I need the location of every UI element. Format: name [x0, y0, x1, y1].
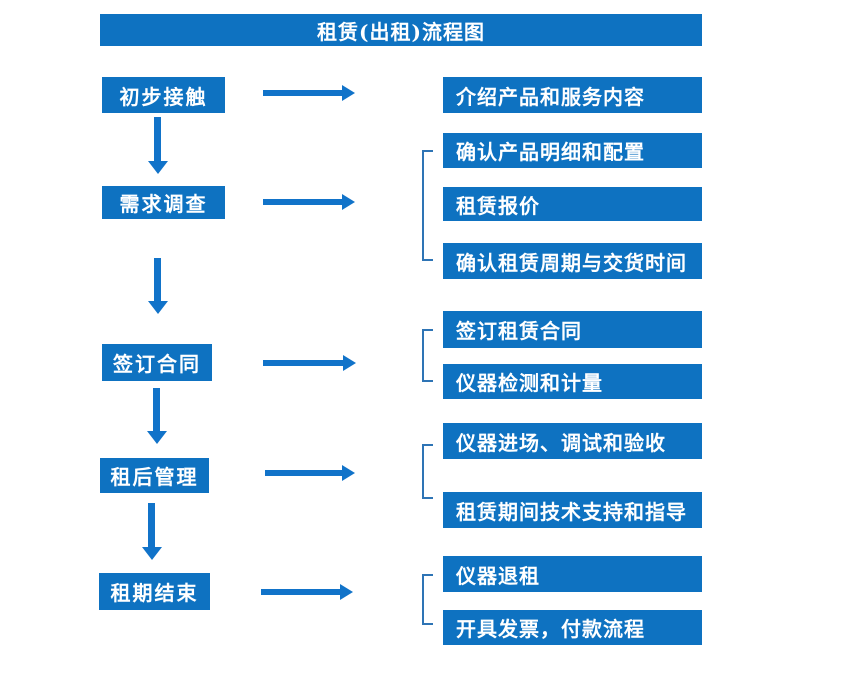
output-box-instrument-return: 仪器退租: [443, 556, 702, 592]
down-arrow-icon: [142, 503, 162, 560]
right-arrow-icon: [265, 465, 355, 481]
output-box-introduce-products: 介绍产品和服务内容: [443, 77, 702, 113]
right-arrow-icon: [261, 584, 353, 600]
output-box-confirm-rental-period: 确认租赁周期与交货时间: [443, 243, 702, 279]
right-arrow-icon: [263, 355, 356, 371]
group-bracket: [422, 444, 433, 499]
output-box-confirm-product-details: 确认产品明细和配置: [443, 133, 702, 168]
group-bracket: [422, 329, 433, 382]
step-box-initial-contact: 初步接触: [102, 77, 225, 113]
output-box-invoice-payment: 开具发票，付款流程: [443, 610, 702, 645]
group-bracket: [422, 574, 433, 625]
step-box-sign-contract: 签订合同: [102, 344, 212, 381]
step-box-post-rental-management: 租后管理: [100, 458, 209, 493]
output-box-instrument-testing: 仪器检测和计量: [443, 364, 702, 399]
output-box-sign-rental-contract: 签订租赁合同: [443, 311, 702, 348]
group-bracket: [422, 150, 433, 261]
output-box-rental-quote: 租赁报价: [443, 187, 702, 221]
right-arrow-icon: [263, 194, 355, 210]
step-box-demand-survey: 需求调查: [102, 186, 225, 219]
down-arrow-icon: [148, 117, 168, 174]
output-box-instrument-delivery: 仪器进场、调试和验收: [443, 423, 702, 459]
down-arrow-icon: [147, 388, 167, 444]
right-arrow-icon: [263, 85, 355, 101]
output-box-technical-support: 租赁期间技术支持和指导: [443, 492, 702, 528]
flowchart-title: 租赁(出租)流程图: [100, 14, 702, 46]
down-arrow-icon: [148, 258, 168, 314]
step-box-rental-end: 租期结束: [99, 573, 210, 610]
